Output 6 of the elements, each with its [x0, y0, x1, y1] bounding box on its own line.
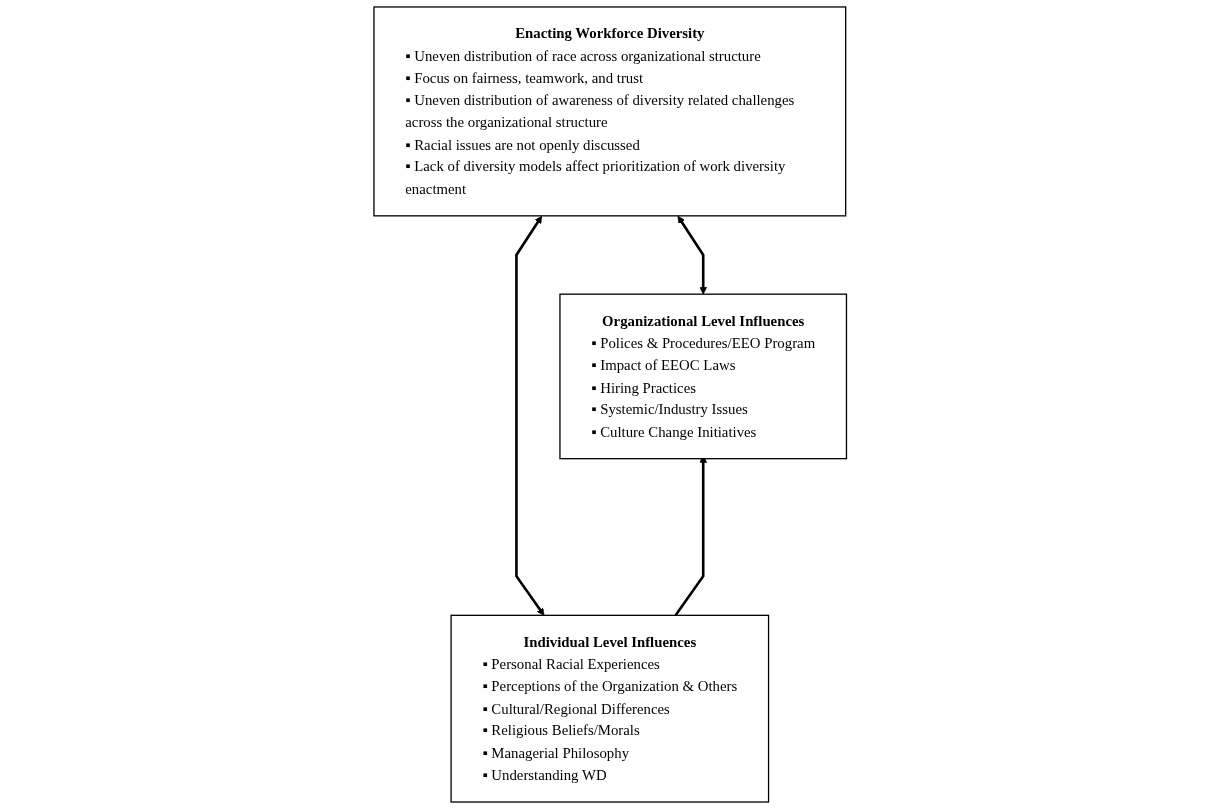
node-box: [450, 614, 770, 803]
arrow: [515, 215, 545, 616]
node-box: [373, 6, 847, 217]
diagram: Enacting Workforce Diversity ▪ Uneven distribution of race across organizational structure ▪ Focus on fairness, teamwork, and trust ▪ Uneven distribution of awareness of diversity related challenges across the organizational structure ▪ Racial issues are not openly discussed ▪ Lack of diversity models affect prioritization of work diversity enactment Organizational Level Influences ▪ Polices & Procedures/EEO Program ▪ Impact of EEOC Laws ▪ Hiring Practices ▪ Systemic/Industry Issues ▪ Culture Change Initiatives Individual Level Influences ▪ Personal Racial Experiences ▪ Perceptions of the Organization & Others ▪ Cultural/Regional Differences ▪ Religious Beliefs/Morals ▪ Managerial Philosophy ▪ Understanding WD: [367, 0, 854, 809]
arrow: [677, 215, 708, 295]
node-box: [559, 293, 848, 460]
